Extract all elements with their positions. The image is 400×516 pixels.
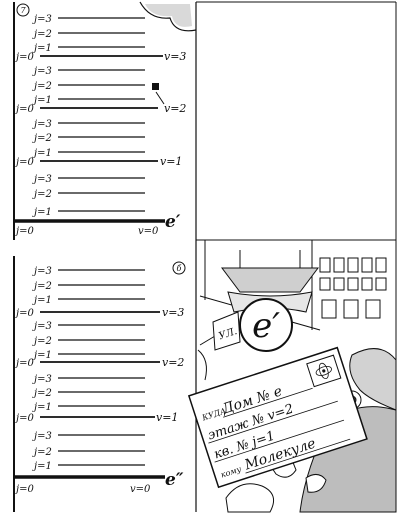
level-group-top-ground: j=3 j=2 j=1 j=0 v=0 e′: [14, 174, 181, 237]
sub-label: j=2: [32, 81, 52, 92]
sub-label: j=1: [32, 402, 52, 413]
j-label: j=0: [14, 226, 34, 237]
sub-label: j=3: [32, 431, 52, 442]
house-sign: e′ УЛ.: [212, 250, 319, 352]
v-label: v=2: [162, 356, 184, 369]
v-label: v=2: [164, 102, 186, 115]
level-group-top-v2: j=3 j=2 j=1 j=0 v=2: [14, 66, 186, 115]
sub-label: j=3: [32, 266, 52, 277]
sub-label: j=2: [32, 189, 52, 200]
v-label: v=1: [160, 155, 182, 168]
sub-label: j=2: [32, 447, 52, 458]
sub-label: j=3: [32, 174, 52, 185]
j-label: j=0: [14, 52, 34, 63]
v-label: v=3: [164, 50, 186, 63]
j-label: j=0: [14, 358, 34, 369]
house-number-text: e′: [252, 306, 280, 346]
molecule-dot: [152, 83, 159, 90]
sub-label: j=2: [32, 281, 52, 292]
level-group-bottom-v1: j=3 j=2 j=1 j=0 v=1: [14, 374, 178, 424]
v-label: v=3: [162, 306, 184, 319]
sub-label: j=1: [32, 207, 52, 218]
level-group-bottom-v3: j=3 j=2 j=1 j=0 v=3: [14, 266, 184, 319]
j-label: j=0: [14, 157, 34, 168]
envelope: КУДА Дом № e этаж № v=2 кв. № j=1 кому М…: [187, 346, 368, 489]
j-label: j=0: [14, 484, 34, 495]
sub-label: j=3: [32, 321, 52, 332]
sub-label: j=3: [32, 119, 52, 130]
sub-label: j=2: [32, 388, 52, 399]
level-group-top-v1: j=3 j=2 j=1 j=0 v=1: [14, 119, 182, 168]
house-number-plate: [239, 298, 293, 352]
state-label: e″: [165, 470, 184, 490]
v-label: v=0: [138, 226, 159, 237]
sub-label: j=3: [32, 66, 52, 77]
sub-label: j=2: [32, 336, 52, 347]
badge-bottom-text: б: [177, 264, 182, 273]
corner-shading: [139, 1, 197, 32]
badge-top-text: 7: [20, 6, 26, 15]
panel-top: 7 j=3 j=2 j=1 j=0 v=3 j=3 j=2 j=1 j=0 v=…: [13, 1, 396, 240]
sub-label: j=2: [32, 133, 52, 144]
sub-label: j=3: [32, 14, 52, 25]
sub-label: j=1: [32, 148, 52, 159]
panel-bottom: б j=3 j=2 j=1 j=0 v=3 j=3 j=2 j=1 j=0 v=…: [13, 2, 397, 512]
j-label: j=0: [14, 104, 34, 115]
sub-label: j=1: [32, 461, 52, 472]
corner-fill: [145, 4, 192, 27]
level-group-bottom-ground: j=3 j=2 j=1 j=0 v=0 e″: [14, 431, 184, 495]
illustration: e′ УЛ. КУДА Дом № e этаж № v=2 кв: [187, 240, 397, 513]
panel-badge-bottom: [172, 261, 186, 275]
sub-label: j=1: [32, 95, 52, 106]
sub-label: j=1: [32, 350, 52, 361]
sub-label: j=2: [32, 29, 52, 40]
sub-label: j=1: [32, 43, 52, 54]
j-label: j=0: [14, 413, 34, 424]
atom-icon: [315, 365, 332, 376]
sub-label: j=1: [32, 295, 52, 306]
v-label: v=1: [156, 411, 178, 424]
panel-badge-top: [16, 3, 30, 17]
v-label: v=0: [130, 484, 151, 495]
level-group-top-v3: j=3 j=2 j=1 j=0 v=3: [14, 14, 186, 63]
j-label: j=0: [14, 308, 34, 319]
sub-label: j=3: [32, 374, 52, 385]
state-label: e′: [165, 212, 181, 232]
level-group-bottom-v2: j=3 j=2 j=1 j=0 v=2: [14, 321, 184, 369]
